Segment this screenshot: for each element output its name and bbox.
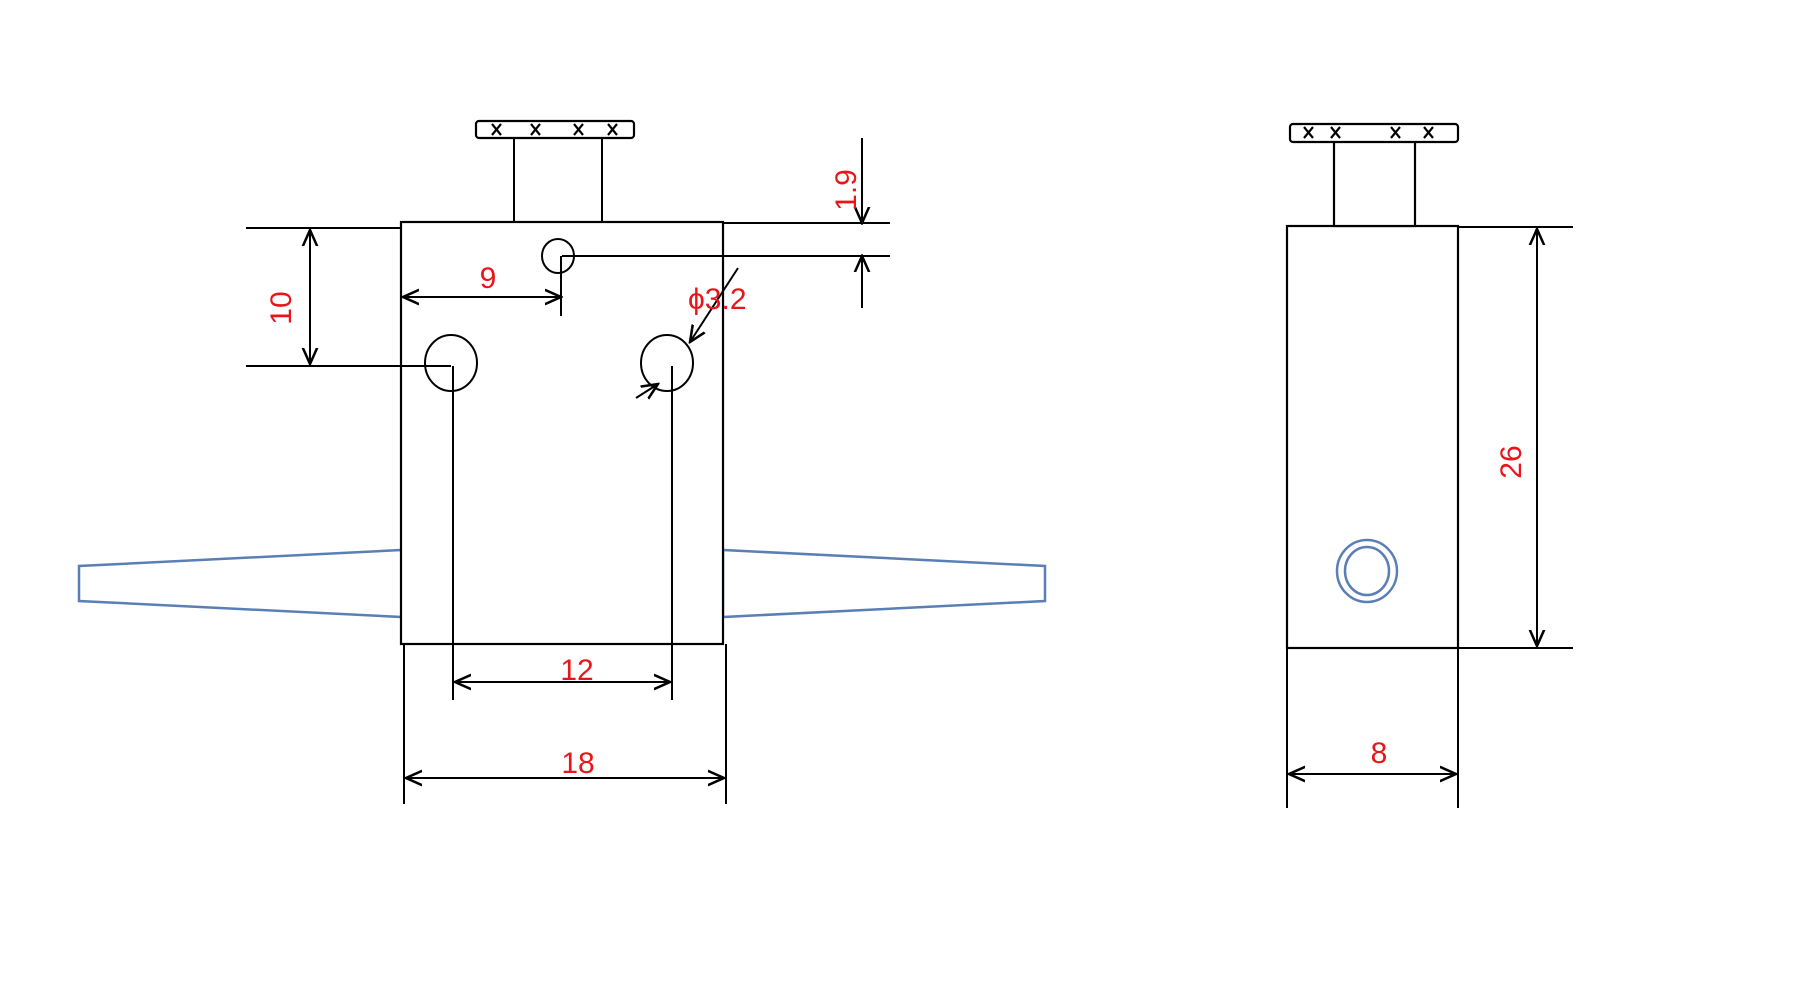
left-fiber-pigtail: [77, 548, 404, 619]
fiber-port-inner-ring: [1343, 545, 1391, 597]
dimension-height: 26: [1458, 226, 1573, 649]
dimension-label-top-offset: 1.9: [830, 169, 863, 211]
side-body-outline: [1285, 224, 1460, 650]
front-knob: [474, 119, 636, 222]
dimension-hole-diameter: ϕ3.2: [635, 267, 747, 398]
dimension-hole-center-y: 10: [246, 227, 451, 367]
side-knob: [1288, 122, 1460, 228]
right-fiber-pigtail: [721, 548, 1047, 619]
side-knurled-knob-head: [1288, 122, 1460, 144]
dimension-label-hole-center-y: 10: [265, 291, 298, 324]
knurl-pattern: [491, 123, 618, 136]
dimension-hole-spacing: 12: [452, 366, 673, 700]
dimension-label-hole-center-x: 9: [480, 262, 497, 295]
dimension-width: 18: [403, 644, 727, 804]
dimension-top-offset: 1.9: [562, 138, 890, 308]
side-knurl-pattern: [1303, 126, 1434, 139]
dimension-label-hole-spacing: 12: [560, 654, 593, 687]
knurled-knob-head: [474, 119, 636, 140]
side-view: 26 8: [1285, 122, 1573, 808]
dimension-label-side-width: 8: [1371, 737, 1388, 770]
dimension-label-width: 18: [561, 747, 594, 780]
mounting-hole-left: [424, 334, 478, 392]
front-view: 1.9 9 10 ϕ3.2 12: [77, 119, 1047, 804]
dimension-hole-center-x: 9: [403, 256, 561, 316]
dimension-label-hole-diameter: ϕ3.2: [688, 283, 747, 316]
mounting-hole-right: [640, 334, 694, 392]
dimension-label-height: 26: [1495, 445, 1528, 478]
fiber-port-outer-ring: [1335, 538, 1399, 604]
dimension-side-width: 8: [1286, 648, 1459, 808]
